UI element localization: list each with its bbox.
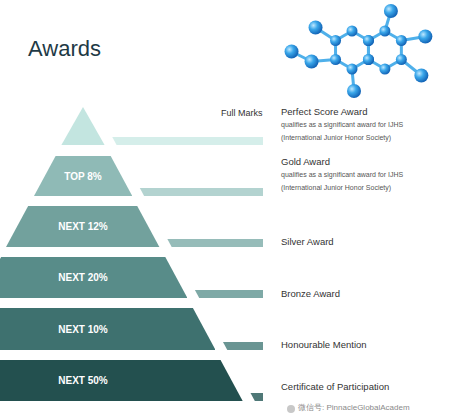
- score-label: Full Marks: [221, 108, 263, 118]
- level-bar: [195, 290, 263, 298]
- award-note: (International Junior Honor Society): [281, 184, 391, 192]
- title: Awards: [28, 36, 101, 61]
- molecule-atom: [363, 54, 374, 65]
- band-text-box: NEXT 12%: [6, 206, 159, 247]
- band-label: NEXT 50%: [58, 375, 107, 386]
- pyramid-band: NEXT 12%: [6, 206, 159, 247]
- award-name: Silver Award: [281, 237, 334, 248]
- band-text-box: TOP 8%: [34, 156, 132, 196]
- band-label: NEXT 10%: [58, 324, 107, 335]
- band-fill: [6, 206, 159, 247]
- molecule-atom: [396, 35, 407, 46]
- award-note: qualifies as a significant award for IJH…: [281, 121, 403, 129]
- award-name: Perfect Score Award: [281, 107, 367, 118]
- level-bar: [167, 239, 263, 247]
- molecule-atom: [309, 21, 323, 35]
- level-bar: [251, 393, 263, 401]
- watermark-icon: [287, 405, 295, 413]
- molecule-atom: [363, 35, 374, 46]
- award-name: Bronze Award: [281, 289, 340, 300]
- band-text-box: NEXT 10%: [0, 308, 215, 350]
- band-fill: [34, 156, 132, 196]
- band-text-box: NEXT 20%: [0, 257, 187, 298]
- pyramid-band: NEXT 50%: [0, 360, 243, 401]
- molecule-atom: [414, 69, 428, 83]
- band-text-box: NEXT 50%: [0, 360, 243, 401]
- level-bar: [223, 342, 263, 350]
- award-note: qualifies as a significant award for IJH…: [281, 171, 403, 179]
- award-name: Honourable Mention: [281, 340, 367, 351]
- band-label: NEXT 20%: [58, 272, 107, 283]
- molecule-atom: [363, 35, 374, 46]
- pyramid-band: NEXT 20%: [0, 257, 187, 298]
- molecule-atom: [363, 54, 374, 65]
- band-fill: [0, 257, 187, 298]
- pyramid-band: NEXT 10%: [0, 308, 215, 350]
- molecule-atom: [347, 64, 358, 75]
- molecule-atom: [305, 55, 319, 69]
- molecule-atom: [330, 35, 341, 46]
- pyramid-band: TOP 8%: [34, 156, 132, 196]
- award-note: (International Junior Honor Society): [281, 134, 391, 142]
- molecule-atom: [379, 26, 390, 37]
- award-name: Certificate of Participation: [281, 382, 389, 393]
- band-label: TOP 8%: [64, 171, 101, 182]
- molecule-atom: [396, 54, 407, 65]
- molecule-atom: [330, 54, 341, 65]
- molecule-atom: [379, 64, 390, 75]
- molecule-atom: [347, 84, 361, 98]
- level-bar: [140, 188, 263, 196]
- band-fill: [0, 360, 243, 401]
- molecule-atom: [384, 4, 398, 18]
- level-bar: [112, 137, 263, 145]
- watermark: 微信号: PinnacleGlobalAcadem: [298, 403, 410, 412]
- molecule-atom: [347, 26, 358, 37]
- award-name: Gold Award: [281, 157, 330, 168]
- band-label: NEXT 12%: [58, 221, 107, 232]
- molecule-atom: [418, 30, 432, 44]
- pyramid-top: [61, 107, 104, 145]
- band-shape: [0, 360, 243, 401]
- band-fill: [0, 308, 215, 350]
- molecule-atom: [285, 45, 299, 59]
